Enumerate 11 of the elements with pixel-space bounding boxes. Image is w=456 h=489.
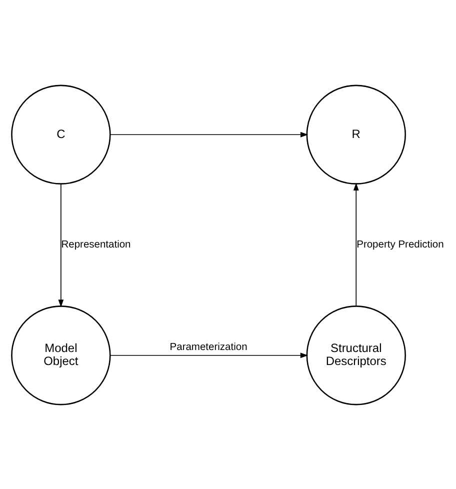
- node-circle: Model Object: [11, 305, 111, 405]
- arrow: [353, 182, 359, 306]
- node-circle: R: [306, 84, 406, 184]
- edge-label: Property Prediction: [356, 239, 444, 250]
- arrow: [110, 131, 308, 137]
- edge-label: Representation: [61, 239, 131, 250]
- node-circle: C: [11, 84, 111, 184]
- node-circle: Structural Descriptors: [306, 305, 406, 405]
- arrow: [110, 352, 308, 358]
- arrow: [58, 183, 64, 307]
- edge-label: Parameterization: [170, 341, 248, 352]
